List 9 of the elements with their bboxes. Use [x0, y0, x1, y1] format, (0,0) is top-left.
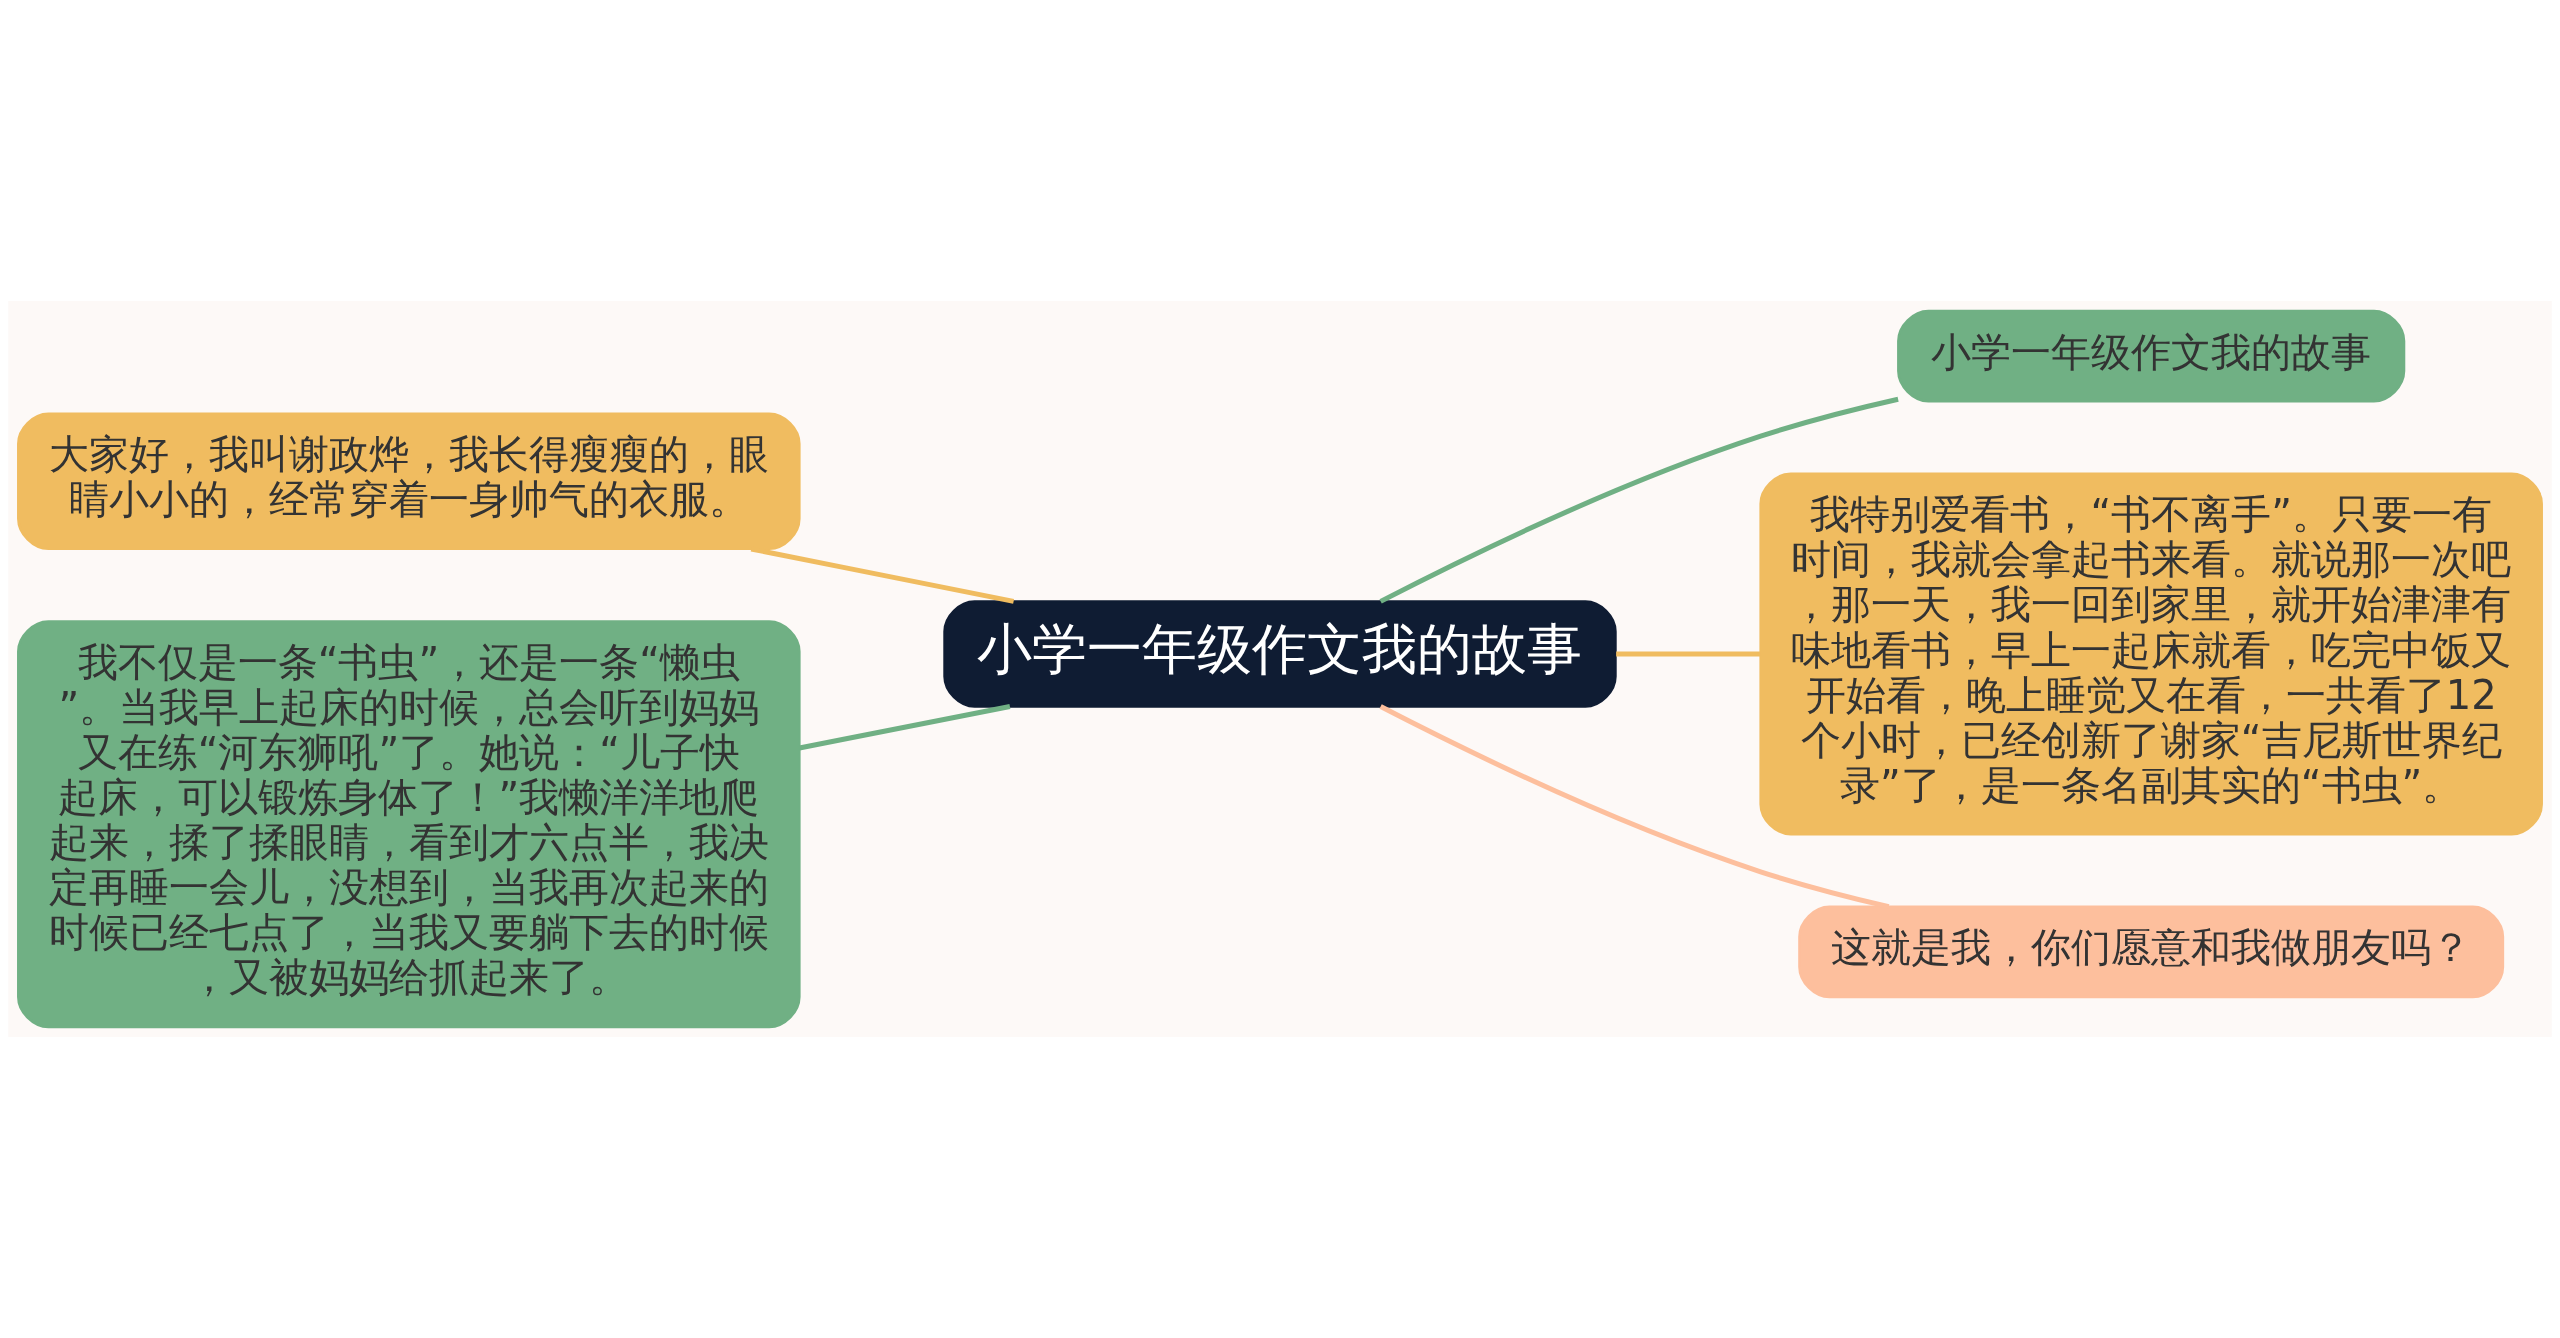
node-box: 这就是我，你们愿意和我做朋友吗？ [1798, 905, 2505, 999]
node-box: 小学一年级作文我的故事 [943, 600, 1617, 708]
node-box: 我特别爱看书，“书不离手”。只要一有时间，我就会拿起书来看。就说那一次吧，那一天，我一回到家里，就开始津津有味地看书，早上一起床就看，吃完中饭又开始看，晚上睡觉又在看，一共看了12个小时，已经创新了谢家“吉尼斯世界纪录”了，是一条名副其实的“书虫”。 [1759, 472, 2543, 836]
node-box: 我不仅是一条“书虫”，还是一条“懒虫”。当我早上起床的时候，总会听到妈妈又在练“河东狮吼”了。她说：“儿子快起床，可以锻炼身体了！”我懒洋洋地爬起来，揉了揉眼睛，看到才六点半，我决定再睡一会儿，没想到，当我再次起来的时候已经七点了，当我又要躺下去的时候，又被妈妈给抓起来了。 [17, 620, 801, 1029]
node-box: 大家好，我叫谢政烨，我长得瘦瘦的，眼睛小小的，经常穿着一身帅气的衣服。 [17, 412, 801, 551]
connector [1616, 651, 1761, 657]
connector [798, 704, 1011, 751]
connector [1379, 396, 1899, 604]
node-box: 小学一年级作文我的故事 [1897, 309, 2406, 403]
